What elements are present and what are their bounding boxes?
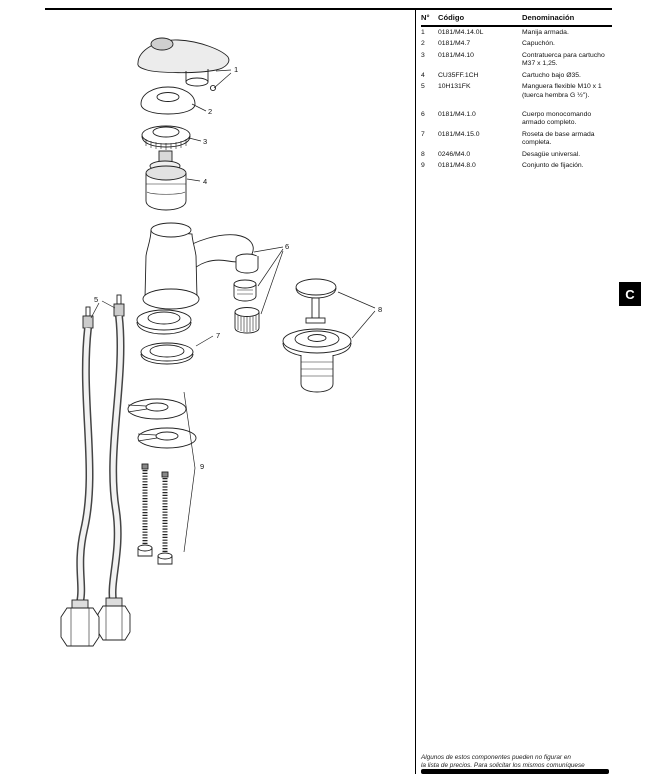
part-code-cell: 0181/M4.10 [438, 51, 474, 59]
cap-part [140, 86, 196, 115]
aerator-part [233, 279, 260, 334]
callout-7: 7 [216, 331, 221, 340]
part-denomination-cell: Contratuerca para cartucho M37 x 1,25. [522, 51, 605, 68]
part-number-cell: 6 [421, 110, 425, 118]
footnote-line-2: la lista de precios. Para solicitar los … [421, 762, 585, 770]
bottom-bar [421, 769, 609, 774]
callout-9: 9 [200, 462, 205, 471]
part-denomination-cell: Manija armada. [522, 28, 569, 36]
locknut-part [141, 125, 191, 150]
part-denomination-cell: Desagüe universal. [522, 150, 581, 158]
footnote: Algunos de estos componentes pueden no f… [421, 754, 611, 771]
body-part [142, 222, 259, 310]
table-row: 2 0181/M4.7 Capuchón. [421, 39, 612, 50]
footnote-line-1: Algunos de estos componentes pueden no f… [421, 754, 571, 761]
top-rule [45, 8, 612, 10]
part-number-cell: 1 [421, 28, 425, 36]
section-tab: C [619, 282, 641, 306]
cartridge-part [145, 150, 187, 211]
part-number-cell: 8 [421, 150, 425, 158]
callout-1: 1 [234, 65, 239, 74]
part-code-cell: 0181/M4.14.0L [438, 28, 484, 36]
exploded-diagram: 1 2 3 4 5 6 7 8 9 [60, 37, 383, 647]
part-code-cell: 0181/M4.1.0 [438, 110, 476, 118]
fixing-part [127, 398, 197, 565]
part-number-cell: 5 [421, 83, 425, 91]
table-row: 6 0181/M4.1.0 Cuerpo monocomando armado … [421, 102, 612, 129]
part-number-cell: 9 [421, 162, 425, 170]
hoses-part [60, 294, 131, 647]
part-code-cell: CU35FF.1CH [438, 71, 479, 79]
handle-part [137, 37, 230, 92]
part-code-cell: 0181/M4.8.0 [438, 162, 476, 170]
table-row: 8 0246/M4.0 Desagüe universal. [421, 149, 612, 160]
header-denomination: Denominación [522, 13, 612, 28]
callout-4: 4 [203, 177, 208, 186]
header-code: Código [438, 13, 522, 28]
part-number-cell: 2 [421, 40, 425, 48]
callout-6: 6 [285, 242, 290, 251]
part-denomination-cell: Manguera flexible M10 x 1 (tuerca hembra… [522, 83, 602, 99]
part-number-cell: 3 [421, 51, 425, 59]
table-row: 1 0181/M4.14.0L Manija armada. [421, 26, 612, 38]
table-row: 9 0181/M4.8.0 Conjunto de fijación. [421, 161, 612, 172]
callout-8: 8 [378, 305, 383, 314]
part-number-cell: 4 [421, 71, 425, 79]
part-denomination-cell: Conjunto de fijación. [522, 162, 584, 170]
part-number-cell: 7 [421, 130, 425, 138]
part-code-cell: 10H131FK [438, 83, 471, 91]
part-code-cell: 0181/M4.15.0 [438, 130, 480, 138]
table-row: 3 0181/M4.10 Contratuerca para cartucho … [421, 50, 612, 70]
exploded-view-svg [60, 37, 376, 647]
table-row: 5 10H131FK Manguera flexible M10 x 1 (tu… [421, 82, 612, 102]
callout-5: 5 [94, 295, 99, 304]
part-code-cell: 0246/M4.0 [438, 150, 471, 158]
header-number: N° [421, 13, 438, 28]
parts-table-area: N° Código Denominación 1 0181/M4.14.0L M… [421, 13, 612, 172]
table-header-row: N° Código Denominación [421, 13, 612, 28]
callout-3: 3 [203, 137, 208, 146]
part-denomination-cell: Cartucho bajo Ø35. [522, 71, 581, 79]
table-row: 4 CU35FF.1CH Cartucho bajo Ø35. [421, 70, 612, 81]
part-denomination-cell: Cuerpo monocomando armado completo. [522, 110, 592, 127]
rosette-part [136, 309, 194, 365]
section-tab-letter: C [625, 286, 635, 302]
drain-part [282, 278, 352, 393]
table-row: 7 0181/M4.15.0 Roseta de base armada com… [421, 129, 612, 149]
part-denomination-cell: Capuchón. [522, 40, 555, 48]
callout-2: 2 [208, 107, 213, 116]
part-denomination-cell: Roseta de base armada completa. [522, 130, 595, 147]
part-code-cell: 0181/M4.7 [438, 40, 471, 48]
column-divider [415, 8, 416, 774]
parts-table: N° Código Denominación 1 0181/M4.14.0L M… [421, 13, 612, 172]
callout-leader-lines [90, 69, 376, 553]
